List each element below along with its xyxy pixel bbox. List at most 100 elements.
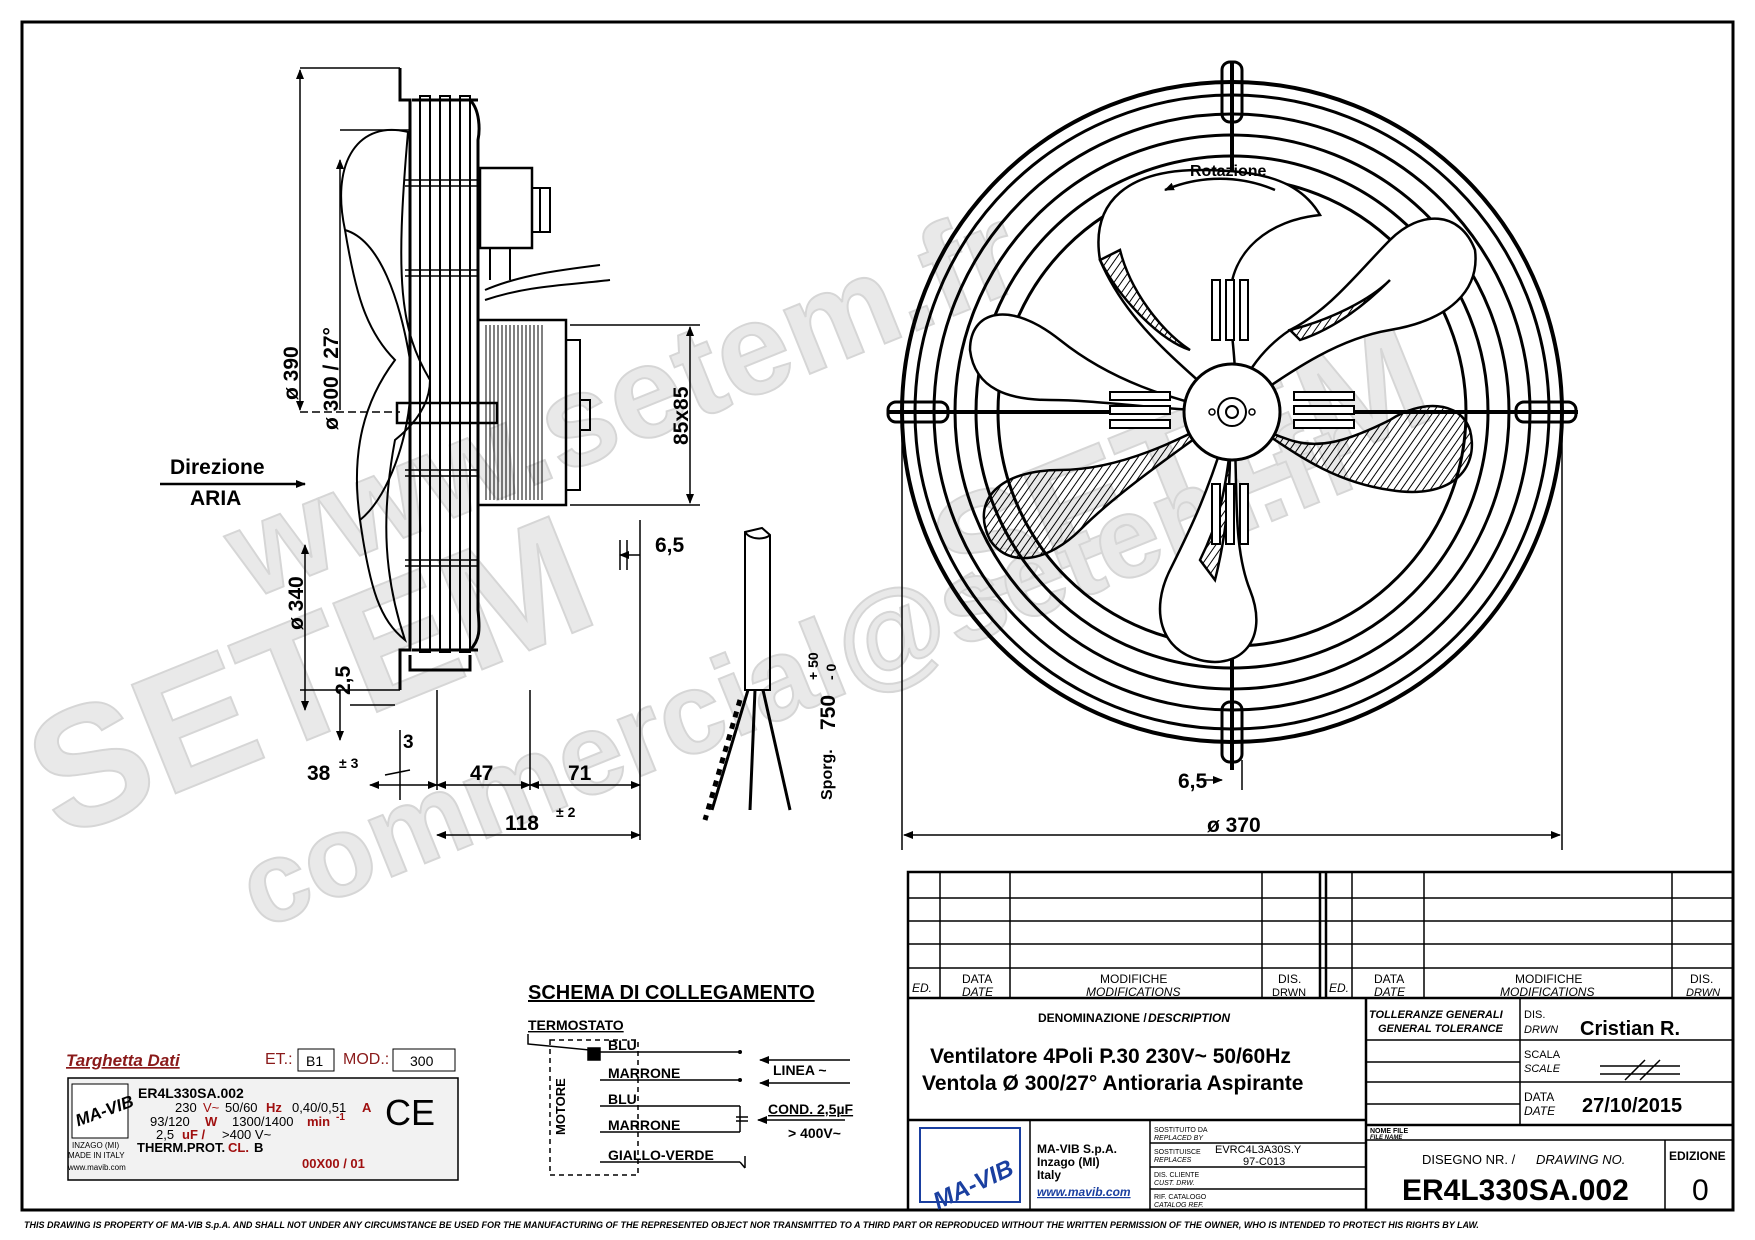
drawing-number: ER4L330SA.002 (1402, 1174, 1629, 1207)
drawn-by-value: Cristian R. (1580, 1018, 1680, 1040)
nameplate-class-value: B (254, 1140, 263, 1155)
nameplate-title: Targhetta Dati (66, 1051, 181, 1070)
edition-label: EDIZIONE (1669, 1149, 1726, 1163)
rotation-label: Rotazione (1190, 163, 1267, 180)
wire-blu-1: BLU (608, 1037, 637, 1053)
date-value: 27/10/2015 (1582, 1095, 1682, 1117)
company-website: www.mavib.com (1037, 1185, 1131, 1199)
dim-3-label: 3 (403, 732, 414, 753)
nameplate: Targhetta Dati ET.: B1 MOD.: 300 MA-VIB … (66, 1048, 459, 1181)
schema-linea: LINEA ~ (773, 1062, 827, 1078)
rev-dis-1: DIS. (1278, 972, 1301, 986)
scale-label-en: SCALE (1524, 1063, 1561, 1075)
cable-tol-plus: + 50 (805, 652, 821, 680)
cable-detail (702, 526, 792, 821)
cable-sporg-label: Sporg. (819, 749, 836, 800)
nameplate-voltage-unit: V~ (203, 1100, 220, 1115)
nameplate-website: www.mavib.com (67, 1163, 126, 1172)
edition-number: 0 (1692, 1174, 1709, 1207)
rev-ed-2: ED. (1329, 981, 1349, 995)
description-line-1: Ventilatore 4Poli P.30 230V~ 50/60Hz (930, 1045, 1291, 1068)
title-block (906, 870, 1735, 1212)
wire-blu-2: BLU (608, 1091, 637, 1107)
dim-300-label: ø 300 / 27° (320, 327, 343, 430)
title-block-logo: MA-VIB (929, 1155, 1018, 1216)
rev-data-2: DATA (1374, 972, 1404, 986)
denomination-label: DENOMINAZIONE / (1038, 1011, 1147, 1025)
front-dim-6-5-label: 6,5 (1178, 770, 1208, 793)
rev-date-2: DATE (1374, 985, 1406, 999)
wire-giallo-verde: GIALLO-VERDE (608, 1147, 714, 1163)
nameplate-voltage: 230 (175, 1100, 197, 1115)
ce-mark: CE (385, 1092, 435, 1133)
nameplate-power-unit: W (205, 1114, 218, 1129)
rev-drwn-1: DRWN (1272, 987, 1306, 999)
nameplate-address: INZAGO (MI) (72, 1141, 119, 1150)
nameplate-model: ER4L330SA.002 (138, 1085, 244, 1101)
catalog-ref-label-en: CATALOG REF. (1154, 1202, 1203, 1209)
nameplate-capacitor-unit: uF / (182, 1127, 205, 1142)
wiring-schema: SCHEMA DI COLLEGAMENTO TERMOSTATO MOTORE… (527, 982, 854, 1176)
customer-drawing-label-en: CUST. DRW. (1154, 1180, 1195, 1187)
rev-data-1: DATA (962, 972, 992, 986)
nameplate-made-in: MADE IN ITALY (68, 1151, 125, 1160)
description-line-2: Ventola Ø 300/27° Antioraria Aspirante (922, 1072, 1303, 1095)
drawn-by-label: DIS. (1524, 1009, 1545, 1021)
rev-modifications-1: MODIFICATIONS (1086, 985, 1180, 999)
nameplate-power: 93/120 (150, 1114, 190, 1129)
rev-mod-1: MODIFICHE (1100, 972, 1167, 986)
drawing-number-label: DISEGNO NR. / (1422, 1152, 1516, 1167)
dim-38-tolerance: ± 3 (339, 755, 359, 771)
nameplate-current-unit: A (362, 1100, 372, 1115)
replaces-value: EVRC4L3A30S.Y (1215, 1144, 1302, 1156)
nameplate-speed-exp: -1 (336, 1112, 345, 1123)
schema-title: SCHEMA DI COLLEGAMENTO (528, 982, 815, 1004)
nameplate-capacitor-voltage: >400 V~ (222, 1127, 272, 1142)
customer-drawing-label: DIS. CLIENTE (1154, 1172, 1199, 1179)
dim-38-label: 38 (307, 762, 331, 785)
front-dim-370-label: ø 370 (1207, 814, 1261, 837)
schema-termostato: TERMOSTATO (528, 1017, 624, 1033)
scale-label: SCALA (1524, 1049, 1561, 1061)
schema-capacitor-voltage: > 400V~ (788, 1125, 841, 1141)
nameplate-et-label: ET.: (265, 1051, 293, 1068)
replaces-value-2: 97-C013 (1243, 1156, 1285, 1168)
rev-modifications-2: MODIFICATIONS (1500, 985, 1594, 999)
description-label: DESCRIPTION (1148, 1011, 1230, 1025)
dim-85x85-label: 85x85 (670, 386, 693, 445)
replaced-by-label: SOSTITUITO DA (1154, 1127, 1208, 1134)
dim-47-label: 47 (470, 762, 493, 785)
dim-71-label: 71 (568, 762, 592, 785)
file-name-label: NOME FILE (1370, 1128, 1408, 1135)
air-direction-label: Direzione (170, 456, 265, 479)
rev-dis-2: DIS. (1690, 972, 1713, 986)
tolerance-label: TOLLERANZE GENERALI (1369, 1009, 1504, 1021)
company-city: Inzago (MI) (1037, 1155, 1100, 1169)
nameplate-capacitor: 2,5 (156, 1127, 174, 1142)
dim-390-label: ø 390 (280, 346, 303, 400)
replaces-label-en: REPLACES (1154, 1157, 1192, 1164)
nameplate-class-label: CL. (228, 1140, 249, 1155)
replaces-label: SOSTITUISCE (1154, 1149, 1201, 1156)
company-country: Italy (1037, 1168, 1061, 1182)
dim-118-tolerance: ± 2 (556, 804, 576, 820)
cable-tol-minus: - 0 (823, 663, 839, 680)
dim-118-label: 118 (505, 812, 539, 835)
side-view (340, 68, 611, 690)
nameplate-et-value: B1 (306, 1053, 323, 1069)
nameplate-mod-label: MOD.: (343, 1051, 389, 1068)
nameplate-speed: 1300/1400 (232, 1114, 293, 1129)
wire-marrone-1: MARRONE (608, 1065, 680, 1081)
cable-labels: 750 + 50 - 0 Sporg. (805, 652, 840, 800)
dim-6-5-label: 6,5 (655, 534, 685, 557)
front-labels: Rotazione 6,5 ø 370 (1178, 163, 1267, 837)
date-label-en: DATE (1524, 1104, 1556, 1118)
cable-length-label: 750 (817, 695, 840, 730)
dim-2-5-label: 2,5 (332, 665, 355, 695)
file-name-label-en: FILE NAME (1370, 1135, 1403, 1141)
title-block-text: ED. DATA DATE MODIFICHE MODIFICATIONS DI… (912, 972, 1726, 1215)
nameplate-mod-value: 300 (410, 1053, 434, 1069)
nameplate-thermal: THERM.PROT. (137, 1140, 225, 1155)
date-label: DATA (1524, 1090, 1554, 1104)
